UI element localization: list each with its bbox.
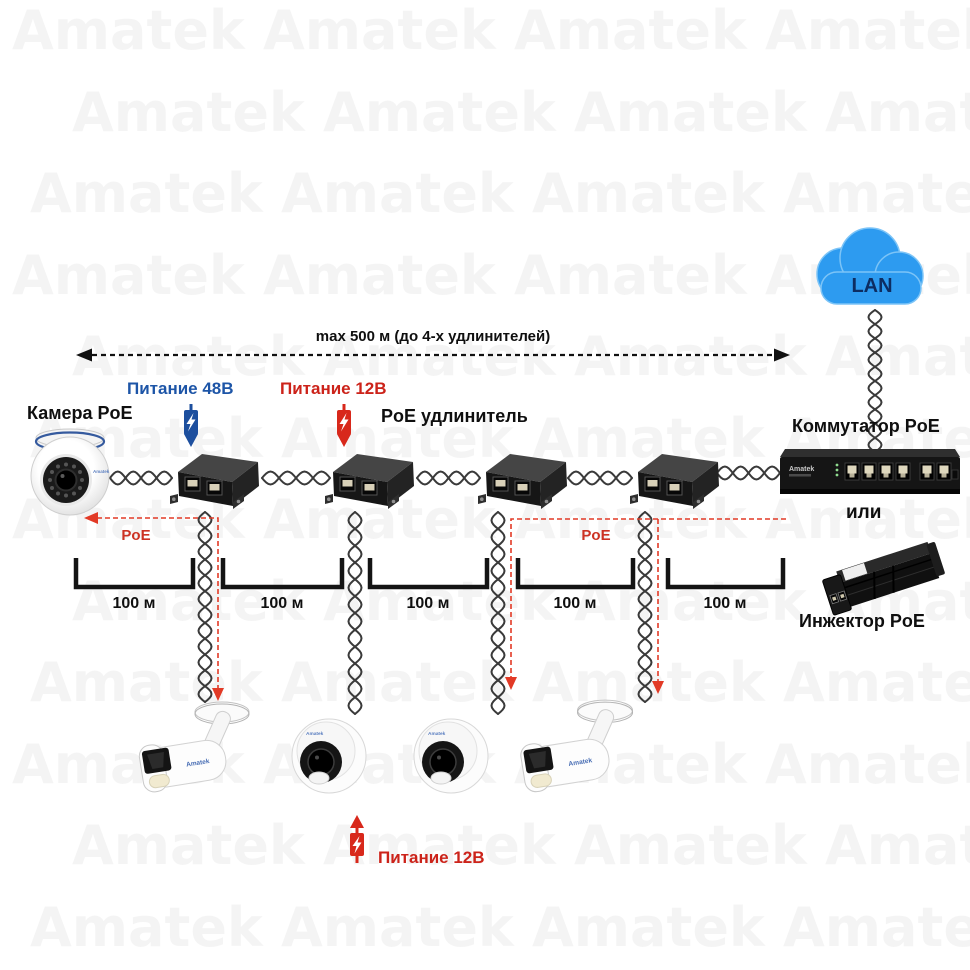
twisted-pair-cable <box>716 465 781 481</box>
camera-brand-logo: Amatek <box>568 757 593 768</box>
power-12v-bottom-label: Питание 12В <box>378 848 485 867</box>
poe-feed-left-label: PoE <box>121 527 151 544</box>
bullet-camera-image: Amatek <box>138 701 250 793</box>
poe-arrowhead-down <box>505 677 517 690</box>
turret-camera-image: Amatek <box>291 718 367 794</box>
arrowhead-right <box>774 348 790 362</box>
segment-length-label: 100 м <box>703 595 747 612</box>
camera-brand-logo: Amatek <box>93 469 110 474</box>
power-bolt-12v-bottom-icon <box>350 815 364 863</box>
poe-extender-image <box>325 454 414 509</box>
or-label: или <box>846 502 882 523</box>
dome-camera-image: Amatek <box>30 428 110 516</box>
lan-cloud-icon: LAN <box>816 227 924 305</box>
poe-extender-label: PoE удлинитель <box>381 406 528 426</box>
poe-switch-label: Коммутатор PoE <box>792 416 940 436</box>
length-brackets <box>73 558 786 590</box>
lan-label: LAN <box>851 275 892 297</box>
camera-brand-logo: Amatek <box>428 731 446 737</box>
poe-feed-right <box>505 518 786 694</box>
poe-injector-label: Инжектор PoE <box>799 611 925 631</box>
poe-arrowhead-down <box>652 681 664 694</box>
turret-camera-image: Amatek <box>413 718 489 794</box>
twisted-pair-cable <box>867 309 883 453</box>
twisted-pair-cable <box>197 511 213 703</box>
arrowhead-left <box>76 348 92 362</box>
camera-poe-label: Камера PoE <box>27 403 133 423</box>
power-12v-top-label: Питание 12В <box>280 379 387 398</box>
poe-feed-left <box>84 512 224 701</box>
distance-arrow <box>76 348 790 362</box>
twisted-pair-cable <box>567 470 633 486</box>
poe-extender-image <box>630 454 719 509</box>
twisted-pair-cable <box>109 470 173 486</box>
twisted-pair-cable <box>261 470 331 486</box>
twisted-pair-cable <box>490 511 506 715</box>
switch-brand-logo: Amatek <box>789 466 814 473</box>
segment-length-label: 100 м <box>406 595 450 612</box>
camera-brand-logo: Amatek <box>306 731 324 737</box>
power-48v-label: Питание 48В <box>127 379 234 398</box>
poe-extender-image <box>478 454 567 509</box>
twisted-pair-cable <box>347 511 363 715</box>
poe-extender-image <box>170 454 259 509</box>
poe-switch-image: Amatek <box>780 449 960 494</box>
segment-length-label: 100 м <box>260 595 304 612</box>
twisted-pair-cables <box>109 309 883 715</box>
poe-injector-image <box>822 541 945 616</box>
twisted-pair-cable <box>637 511 653 703</box>
segment-length-label: 100 м <box>553 595 597 612</box>
power-bolt-12v-top-icon <box>337 404 351 447</box>
poe-arrowhead-left <box>84 512 98 524</box>
poe-feed-right-label: PoE <box>581 527 611 544</box>
segment-length-label: 100 м <box>112 595 156 612</box>
camera-brand-logo: Amatek <box>186 758 211 769</box>
bullet-camera-image: Amatek <box>520 699 634 793</box>
power-bolt-48v-icon <box>184 404 198 447</box>
twisted-pair-cable <box>416 470 481 486</box>
poe-arrowhead-down <box>212 688 224 701</box>
max-distance-label: max 500 м (до 4-х удлинителей) <box>315 328 551 345</box>
